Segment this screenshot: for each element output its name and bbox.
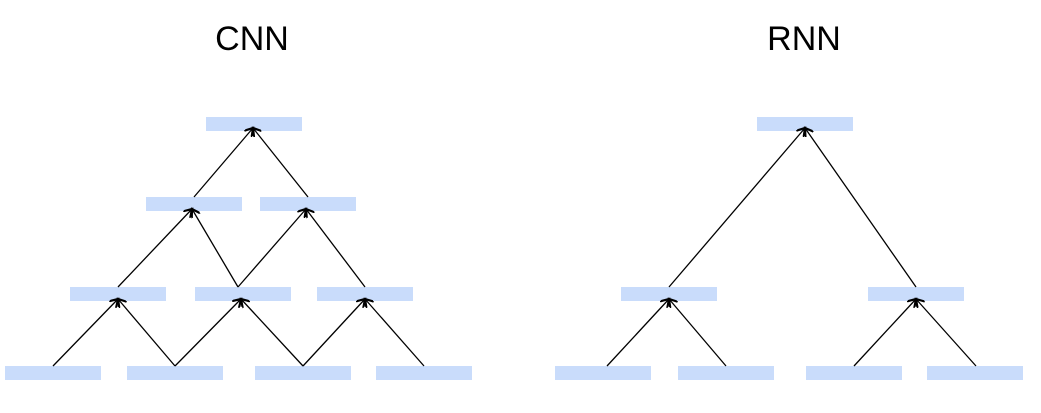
cnn-edge [174,299,241,367]
rnn-diagram [555,117,1023,380]
rnn-node-leaf-2 [678,366,774,380]
cnn-node-l2-2 [260,197,356,211]
cnn-edge [302,299,365,367]
rnn-node-leaf-3 [806,366,902,380]
cnn-edge [306,209,366,288]
rnn-node-mid-2 [868,287,964,301]
rnn-node-leaf-4 [927,366,1023,380]
cnn-node-l0-3 [255,366,351,380]
cnn-edge [365,299,425,367]
rnn-title: RNN [767,20,841,58]
cnn-edge [118,299,176,367]
rnn-edge [606,299,669,367]
rnn-node-root [757,117,853,131]
cnn-edge [253,128,309,198]
cnn-node-l2-1 [146,197,242,211]
cnn-edge [52,299,118,367]
rnn-node-leaf-1 [555,366,651,380]
cnn-node-l3-1 [206,117,302,131]
rnn-edge [669,299,727,367]
rnn-node-mid-1 [621,287,717,301]
cnn-diagram [5,117,472,380]
cnn-node-l1-3 [317,287,413,301]
cnn-node-l1-2 [195,287,291,301]
cnn-edge [192,209,239,288]
cnn-edge [193,128,253,198]
cnn-node-l0-1 [5,366,101,380]
rnn-edge [853,299,916,367]
cnn-node-l0-4 [376,366,472,380]
rnn-edge [805,128,917,288]
rnn-edge [916,299,977,367]
cnn-edge [241,299,304,367]
cnn-node-l0-2 [127,366,223,380]
cnn-edge [237,209,306,288]
rnn-edge [668,128,805,288]
cnn-edge [117,209,192,288]
cnn-title: CNN [215,20,289,58]
cnn-node-l1-1 [70,287,166,301]
